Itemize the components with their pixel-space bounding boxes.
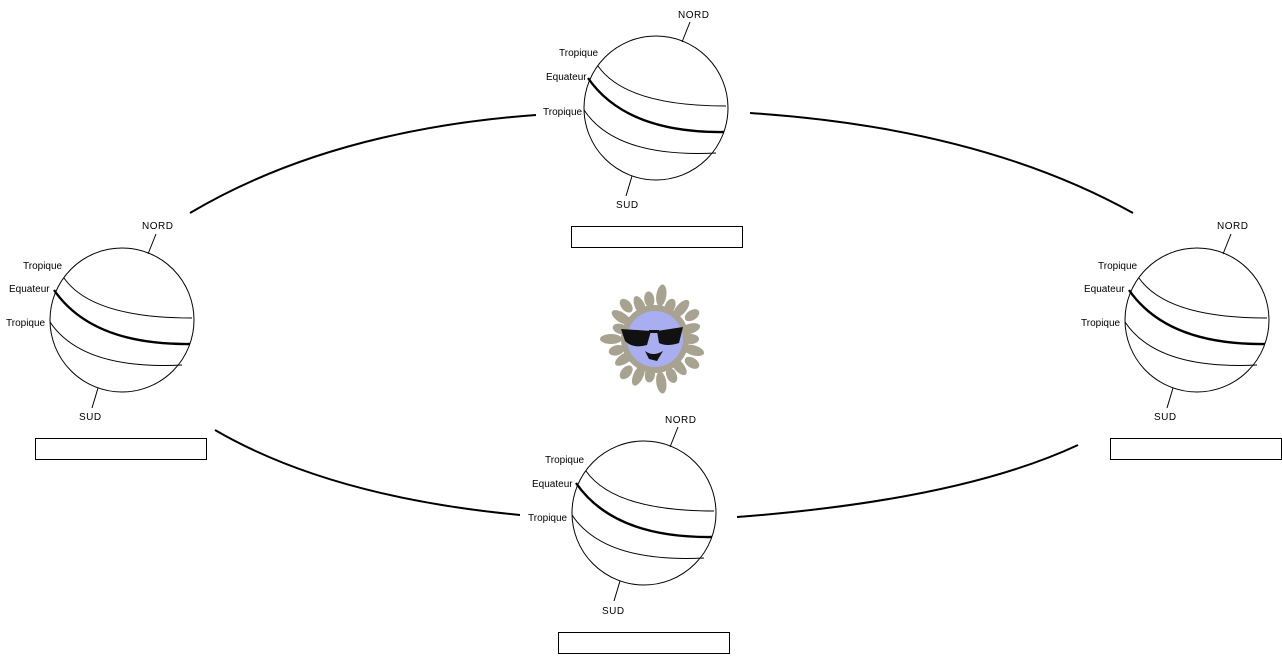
globe-outline — [583, 35, 729, 181]
tropic-north-label: Tropique — [545, 455, 585, 466]
tropic-north-line — [1138, 277, 1268, 319]
tropic-north-line — [585, 470, 715, 512]
sun-ray — [619, 298, 633, 313]
sun-with-sunglasses-icon — [600, 284, 705, 394]
equator-line — [53, 289, 191, 346]
south-label: SUD — [602, 606, 625, 617]
equator-label: Equateur — [532, 479, 573, 490]
globe-left: NORD SUD Tropique Equateur Tropique — [6, 221, 195, 423]
sun-ray — [656, 371, 667, 394]
north-label: NORD — [142, 221, 173, 232]
globe-icon — [49, 233, 195, 409]
sun-ray — [684, 356, 700, 369]
sunglasses-icon — [621, 327, 683, 347]
sun-ray — [631, 365, 645, 386]
equator-label: Equateur — [9, 284, 50, 295]
globe-outline — [1124, 247, 1270, 393]
globe-outline — [49, 247, 195, 393]
tropic-south-line — [583, 109, 717, 154]
tropic-south-label: Tropique — [543, 107, 583, 118]
north-label: NORD — [678, 10, 709, 21]
sun-ray — [684, 309, 700, 322]
south-pole-line — [1166, 387, 1174, 409]
tropic-south-label: Tropique — [6, 318, 46, 329]
sun-ray — [665, 367, 678, 383]
answer-box-left[interactable] — [35, 438, 207, 460]
sun-ray — [682, 344, 705, 357]
south-pole-line — [613, 580, 621, 602]
sun-ray — [656, 284, 667, 307]
equator-label: Equateur — [546, 72, 587, 83]
answer-box-top[interactable] — [571, 226, 743, 248]
sun-ray — [608, 344, 625, 356]
orbit-segment-top-right — [749, 112, 1134, 214]
sun-face — [627, 311, 683, 367]
globe-outline — [571, 440, 717, 586]
sun-ray — [600, 334, 622, 344]
equator-label: Equateur — [1084, 284, 1125, 295]
globe-icon — [1124, 233, 1270, 409]
globe-right: NORD SUD Tropique Equateur Tropique — [1081, 221, 1270, 423]
tropic-north-label: Tropique — [1098, 261, 1138, 272]
globe-top: NORD SUD Tropique Equateur Tropique — [543, 10, 729, 211]
tropic-south-line — [1124, 321, 1258, 366]
south-pole-line — [625, 175, 633, 197]
sun-ray — [611, 310, 631, 325]
north-label: NORD — [665, 415, 696, 426]
south-label: SUD — [79, 412, 102, 423]
south-label: SUD — [1154, 412, 1177, 423]
globe-bottom: NORD SUD Tropique Equateur Tropique — [528, 415, 717, 617]
orbit-path — [189, 112, 1134, 518]
north-pole-line — [147, 233, 157, 255]
south-pole-line — [91, 387, 99, 409]
north-pole-line — [681, 21, 691, 43]
tropic-north-label: Tropique — [559, 48, 599, 59]
equator-line — [1128, 289, 1266, 346]
orbit-segment-bottom-left — [214, 429, 521, 516]
globe-icon — [583, 21, 729, 197]
orbit-segment-bottom-right — [736, 444, 1079, 518]
sun-ray — [644, 291, 655, 308]
north-pole-line — [1222, 233, 1232, 255]
sun-ray — [619, 365, 633, 380]
tropic-north-label: Tropique — [23, 261, 63, 272]
answer-box-bottom[interactable] — [558, 632, 730, 654]
tropic-south-line — [49, 321, 183, 366]
north-label: NORD — [1217, 221, 1248, 232]
tropic-south-label: Tropique — [1081, 318, 1121, 329]
sun-mouth — [645, 351, 663, 361]
north-pole-line — [669, 426, 679, 448]
globe-icon — [571, 426, 717, 602]
equator-line — [575, 482, 713, 539]
tropic-south-line — [571, 514, 705, 559]
south-label: SUD — [616, 200, 639, 211]
tropic-south-label: Tropique — [528, 513, 568, 524]
tropic-north-line — [63, 277, 193, 319]
equator-line — [587, 77, 725, 134]
orbit-segment-top-left — [189, 114, 537, 214]
tropic-north-line — [597, 65, 727, 107]
answer-box-right[interactable] — [1110, 438, 1282, 460]
